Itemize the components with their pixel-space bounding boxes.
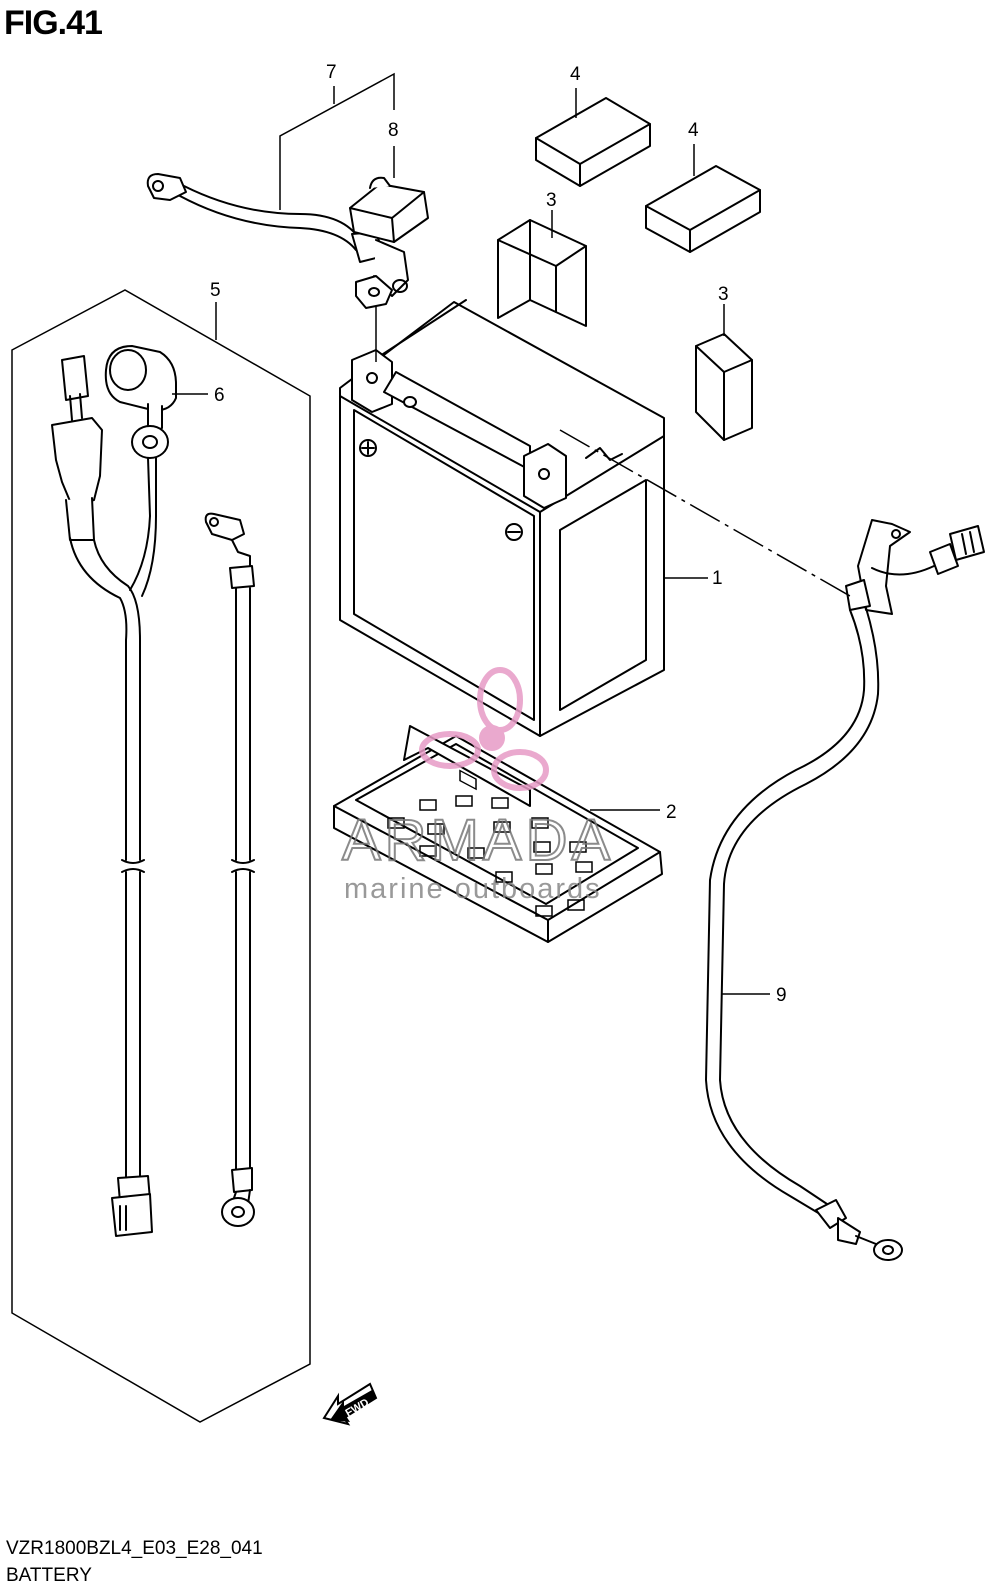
figure-name: BATTERY [6,1565,92,1586]
callout-3-lower: 3 [718,284,729,305]
figure-title: FIG.41 [4,4,103,42]
terminal-cap-part [104,345,177,432]
negative-cable-part [705,519,985,1261]
callout-3-upper: 3 [546,190,557,211]
watermark-brand: ARMADA [342,808,614,873]
battery-part [339,299,665,737]
callout-7: 7 [326,62,337,83]
callout-1: 1 [712,568,723,589]
battery-bracket-part-lower [695,333,753,441]
battery-tray-part [333,725,663,943]
battery-pad-part-lower [645,165,761,253]
callout-2: 2 [666,802,677,823]
watermark: ARMADA marine outboards [341,667,614,905]
harness-kit-outline [11,289,311,1423]
terminal-cover-part [349,176,429,243]
watermark-tagline: marine outboards [344,873,602,905]
callout-4-upper: 4 [570,64,581,85]
callout-4-lower: 4 [688,120,699,141]
callout-6: 6 [214,385,225,406]
battery-pad-part-upper [535,97,651,187]
sub-harness-right [204,512,255,1227]
fwd-arrow: FWD [322,1382,378,1426]
battery-cable-part [146,173,409,309]
callout-8: 8 [388,120,399,141]
callout-5: 5 [210,280,221,301]
leader-lines [172,72,851,995]
propeller-logo [419,667,549,791]
figure-code: VZR1800BZL4_E03_E28_041 [6,1538,263,1559]
sub-harness-left [51,355,169,1237]
battery-bracket-part-upper [497,219,587,327]
callout-9: 9 [776,985,787,1006]
